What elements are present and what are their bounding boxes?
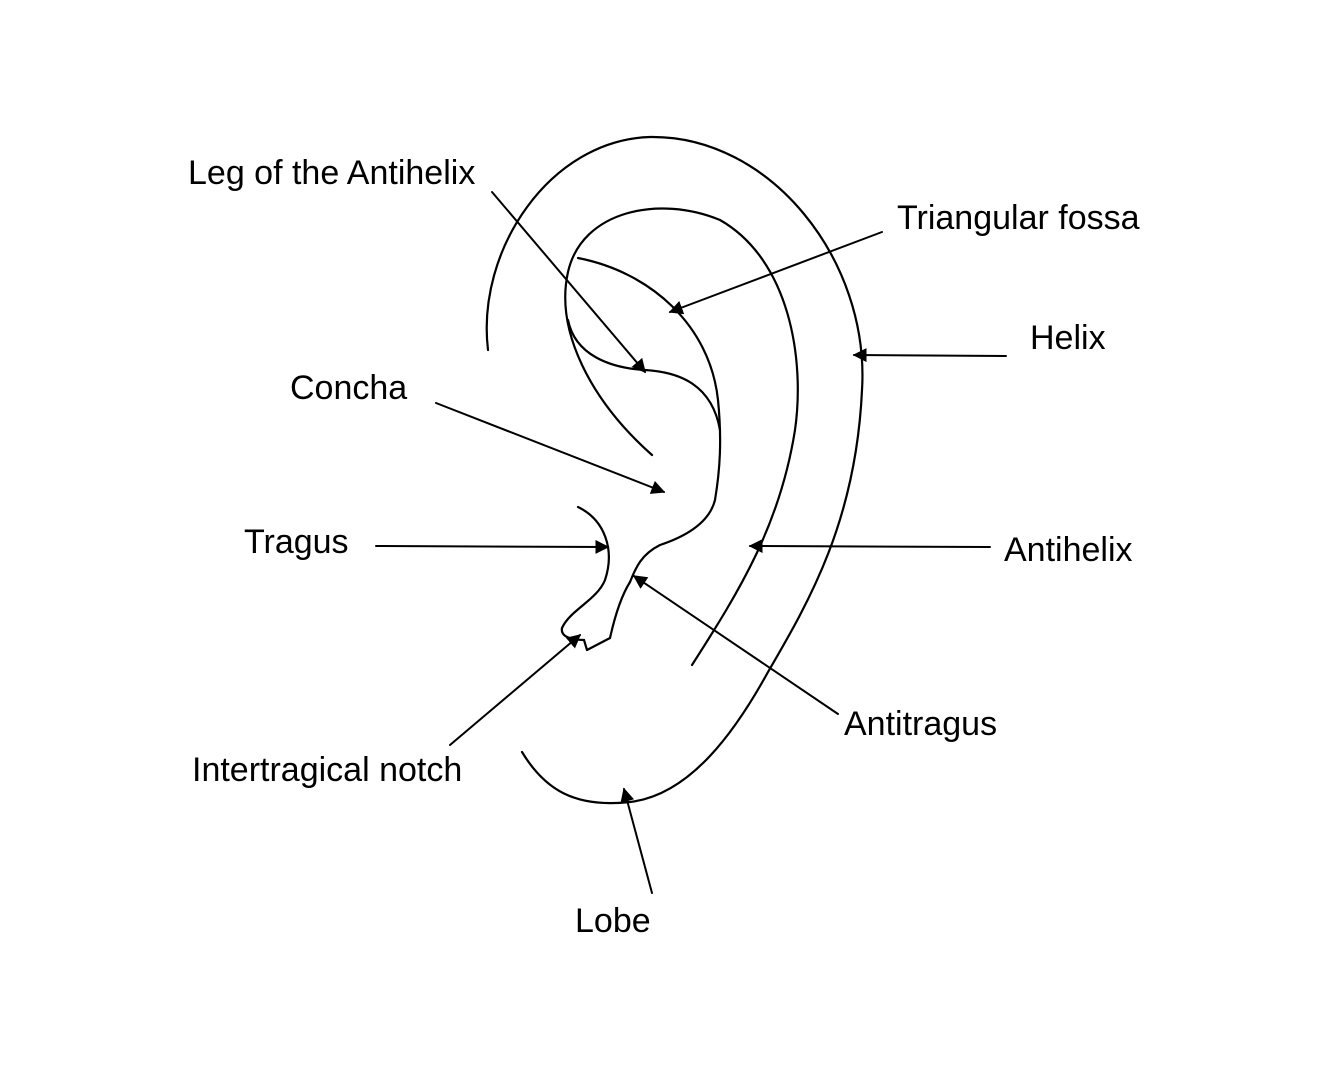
- leader-lobe: [620, 787, 653, 894]
- leader-lines: [375, 191, 1007, 894]
- leader-helix: [852, 348, 1007, 363]
- leader-antitragus: [632, 575, 839, 715]
- label-lobe: Lobe: [575, 902, 651, 940]
- leader-triangular-fossa: [668, 231, 883, 315]
- label-leg-of-antihelix: Leg of the Antihelix: [188, 154, 475, 192]
- ear-outline: [485, 135, 864, 805]
- tragus-outline: [560, 505, 610, 642]
- leader-intertragical-notch: [449, 634, 582, 746]
- label-intertragical-notch: Intertragical notch: [192, 751, 462, 789]
- leader-leg-of-antihelix: [491, 191, 646, 374]
- label-antihelix: Antihelix: [1004, 531, 1133, 569]
- label-tragus: Tragus: [244, 523, 349, 561]
- labels: Leg of the Antihelix Triangular fossa He…: [188, 154, 1140, 940]
- leader-antihelix: [748, 539, 991, 554]
- label-triangular-fossa: Triangular fossa: [897, 199, 1140, 237]
- intertragical-notch-outline: [582, 636, 612, 652]
- label-antitragus: Antitragus: [844, 705, 997, 743]
- leader-concha: [435, 402, 666, 494]
- label-concha: Concha: [290, 369, 407, 407]
- leader-tragus: [375, 539, 610, 554]
- triangular-fossa-outline: [576, 256, 722, 584]
- antitragus-outline: [608, 580, 632, 640]
- label-helix: Helix: [1030, 319, 1106, 357]
- helix-outline: [485, 135, 864, 805]
